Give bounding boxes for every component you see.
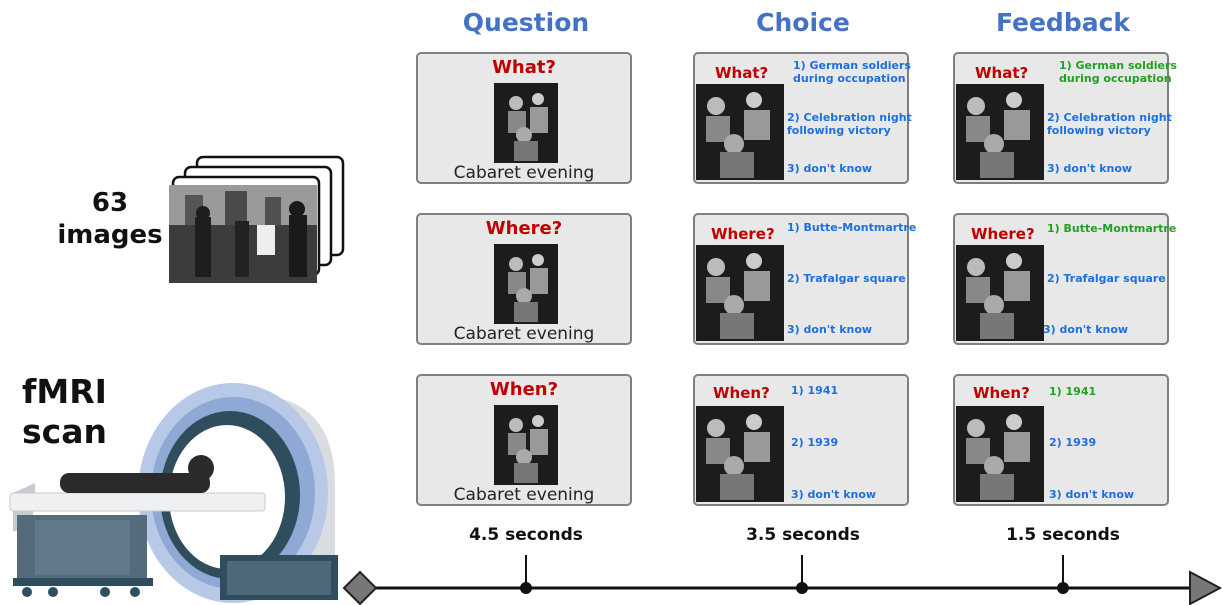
question-card-what: What? Cabaret evening — [416, 52, 632, 184]
option-2: 2) Trafalgar square — [787, 272, 906, 285]
question-caption: Cabaret evening — [453, 163, 595, 183]
option-1-correct: 1) 1941 — [1049, 385, 1097, 398]
images-count: 63 — [91, 188, 129, 218]
photo-thumbnail — [696, 84, 784, 180]
option-2: 2) 1939 — [791, 436, 839, 449]
option-1-line1-correct: 1) German soldiers — [1059, 59, 1177, 72]
option-3: 3) don't know — [1047, 162, 1133, 175]
choice-card-what: What? 1) German soldiers during occupati… — [693, 52, 912, 184]
option-3: 3) don't know — [791, 488, 877, 501]
choice-card-where: Where? 1) Butte-Montmartre 2) Trafalgar … — [693, 213, 917, 345]
question-label: Where? — [485, 218, 563, 239]
images-word: images — [57, 220, 163, 250]
timeline-start-diamond — [342, 570, 378, 605]
option-2-line2: following victory — [1047, 124, 1151, 137]
option-2: 2) 1939 — [1049, 436, 1097, 449]
duration-question: 4.5 seconds — [469, 525, 583, 545]
image-stack-icon — [169, 155, 345, 283]
option-3: 3) don't know — [1043, 323, 1129, 336]
feedback-question-label: When? — [973, 384, 1030, 402]
option-1: 1) Butte-Montmartre — [787, 221, 917, 234]
option-1-correct: 1) Butte-Montmartre — [1047, 222, 1177, 235]
photo-thumbnail — [494, 83, 558, 163]
option-1: 1) 1941 — [791, 384, 839, 397]
fmri-scan-label: fMRI scan — [22, 372, 122, 452]
option-1-line2: during occupation — [793, 72, 906, 85]
photo-thumbnail — [956, 245, 1044, 341]
option-2-line1: 2) Celebration night — [787, 111, 912, 124]
option-3: 3) don't know — [1049, 488, 1135, 501]
feedback-question-label: Where? — [971, 225, 1035, 243]
photo-thumbnail — [696, 406, 784, 502]
question-caption: Cabaret evening — [453, 485, 595, 505]
photo-thumbnail — [956, 406, 1044, 502]
option-2-line1: 2) Celebration night — [1047, 111, 1172, 124]
option-3: 3) don't know — [787, 162, 873, 175]
fmri-scanner-icon — [9, 383, 338, 603]
question-label: When? — [489, 379, 559, 400]
photo-thumbnail — [696, 245, 784, 341]
column-title-choice: Choice — [756, 8, 850, 37]
option-2-line2: following victory — [787, 124, 891, 137]
photo-thumbnail — [494, 405, 558, 485]
feedback-question-label: What? — [975, 64, 1029, 82]
timeline — [342, 555, 1223, 605]
photo-thumbnail — [956, 84, 1044, 180]
timeline-dot-feedback — [1057, 582, 1069, 594]
fmri-line1: fMRI — [22, 372, 107, 411]
timeline-dot-question — [520, 582, 532, 594]
timeline-arrowhead — [1189, 570, 1223, 605]
photo-thumbnail — [494, 244, 558, 324]
option-2: 2) Trafalgar square — [1047, 272, 1166, 285]
choice-card-when: When? 1) 1941 2) 1939 3) don't know — [693, 374, 909, 506]
choice-question-label: When? — [713, 384, 770, 402]
option-1-line1: 1) German soldiers — [793, 59, 911, 72]
question-card-when: When? Cabaret evening — [416, 374, 632, 506]
fmri-line2: scan — [22, 412, 107, 451]
column-title-feedback: Feedback — [995, 8, 1131, 37]
choice-question-label: What? — [715, 64, 769, 82]
feedback-card-what: What? 1) German soldiers during occupati… — [953, 52, 1177, 184]
feedback-card-when: When? 1) 1941 2) 1939 3) don't know — [953, 374, 1169, 506]
choice-question-label: Where? — [711, 225, 775, 243]
duration-choice: 3.5 seconds — [746, 525, 860, 545]
question-caption: Cabaret evening — [453, 324, 595, 344]
option-3: 3) don't know — [787, 323, 873, 336]
images-count-label: 63 images — [40, 187, 180, 251]
option-1-line2-correct: during occupation — [1059, 72, 1172, 85]
column-title-question: Question — [462, 8, 590, 37]
question-card-where: Where? Cabaret evening — [416, 213, 632, 345]
duration-feedback: 1.5 seconds — [1006, 525, 1120, 545]
question-label: What? — [492, 57, 556, 78]
timeline-dot-choice — [796, 582, 808, 594]
feedback-card-where: Where? 1) Butte-Montmartre 2) Trafalgar … — [953, 213, 1177, 345]
